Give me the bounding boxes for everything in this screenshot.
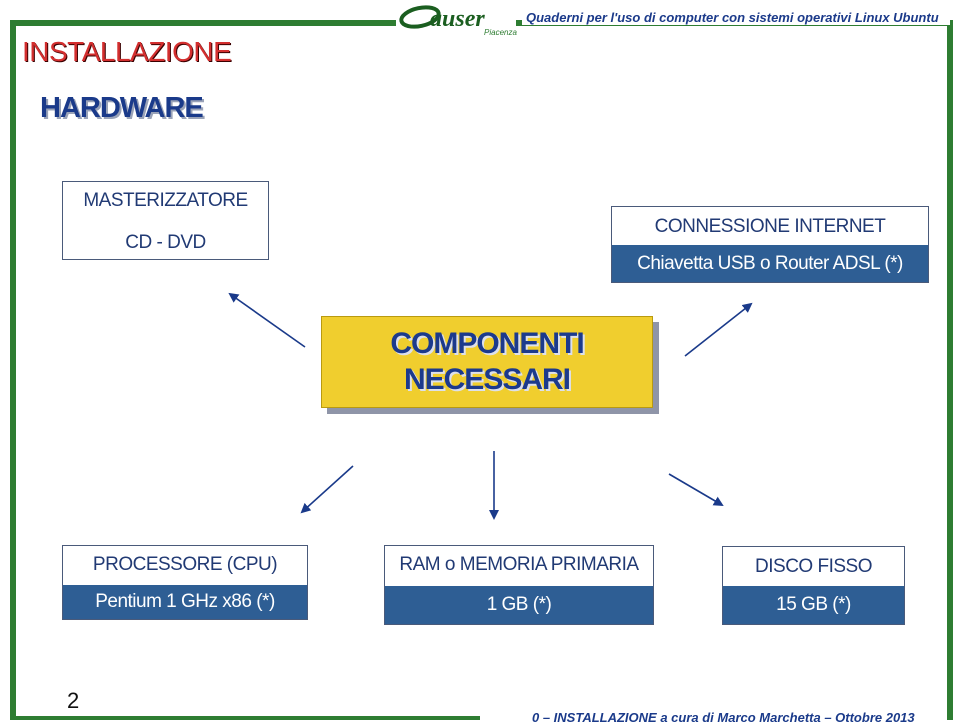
ram-name: RAM o MEMORIA PRIMARIA [399,554,639,575]
subsection-title: HARDWARE [40,92,204,124]
cpu-box: PROCESSORE (CPU) Pentium 1 GHz x86 (*) [62,545,308,620]
burner-name: MASTERIZZATORE [83,190,248,211]
arrow-to-disk [668,473,724,507]
internet-name: CONNESSIONE INTERNET [654,216,886,237]
cpu-name: PROCESSORE (CPU) [92,554,278,575]
center-line2: NECESSARI [403,363,571,396]
section-title: INSTALLAZIONE [22,36,232,67]
logo-swoosh-icon [399,5,441,29]
frame-right-border [947,20,953,720]
header-subtitle: Quaderni per l'uso di computer con siste… [522,10,950,25]
auser-logo [396,0,516,40]
logo-subtext: Piacenza [484,28,517,37]
arrow-to-cpu [300,465,354,514]
page-number: 2 [67,688,80,713]
internet-detail: Chiavetta USB o Router ADSL (*) [612,245,928,282]
cpu-detail: Pentium 1 GHz x86 (*) [63,585,307,619]
logo-text: auser [430,6,485,32]
frame-left-border [10,20,16,720]
arrow-to-internet [684,302,753,357]
footer-credit: 0 – INSTALLAZIONE a cura di Marco Marche… [532,710,915,725]
center-line1: COMPONENTI [390,327,584,360]
frame-bottom-border [10,716,480,720]
burner-box: MASTERIZZATORE CD - DVD [62,181,269,260]
arrow-to-burner [228,292,306,348]
ram-box: RAM o MEMORIA PRIMARIA 1 GB (*) [384,545,654,625]
disk-detail: 15 GB (*) [723,586,904,624]
burner-detail: CD - DVD [125,232,206,253]
ram-detail: 1 GB (*) [385,586,653,624]
center-components-box: COMPONENTI NECESSARI [321,316,653,408]
disk-box: DISCO FISSO 15 GB (*) [722,546,905,625]
internet-box: CONNESSIONE INTERNET Chiavetta USB o Rou… [611,206,929,283]
disk-name: DISCO FISSO [755,556,872,577]
